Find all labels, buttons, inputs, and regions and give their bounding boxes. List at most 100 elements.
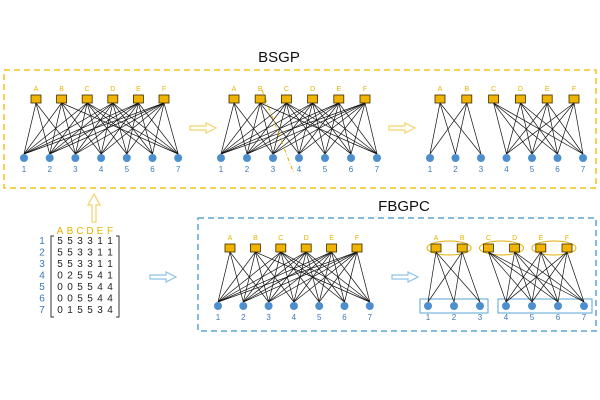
matrix-column-header: D bbox=[86, 226, 93, 237]
bottom-node-label: 1 bbox=[22, 165, 27, 174]
matrix-column-header: A bbox=[57, 226, 64, 237]
graph-edge bbox=[439, 102, 482, 155]
top-node bbox=[333, 94, 345, 104]
bottom-node bbox=[502, 154, 511, 162]
matrix-cell: 5 bbox=[57, 248, 63, 259]
top-node bbox=[488, 94, 500, 104]
matrix-cell: 1 bbox=[107, 248, 113, 259]
top-node-label: C bbox=[284, 86, 289, 93]
matrix-cell: 1 bbox=[97, 259, 103, 270]
bottom-node-label: 2 bbox=[453, 165, 458, 174]
top-node-label: B bbox=[253, 235, 258, 242]
bottom-node bbox=[450, 302, 458, 310]
matrix-cell: 5 bbox=[77, 282, 83, 293]
graph-edge bbox=[461, 251, 481, 303]
graph-edge bbox=[427, 251, 437, 303]
graph-edge bbox=[531, 102, 575, 155]
matrix-cell: 5 bbox=[57, 259, 63, 270]
bottom-node bbox=[289, 302, 298, 310]
graph-edge bbox=[220, 102, 261, 155]
matrix-cell: 3 bbox=[77, 236, 83, 247]
flow-arrow bbox=[388, 122, 417, 134]
graph-edge bbox=[493, 102, 584, 155]
top-node bbox=[107, 94, 119, 104]
fbgpc-title: FBGPC bbox=[378, 198, 430, 215]
graph-edge bbox=[520, 102, 533, 155]
top-node bbox=[158, 94, 170, 104]
top-node-label: F bbox=[572, 86, 576, 93]
flow-arrow-up bbox=[86, 192, 102, 223]
matrix-cell: 5 bbox=[87, 294, 93, 305]
top-node-label: E bbox=[329, 235, 334, 242]
bottom-node bbox=[451, 154, 460, 162]
flow-arrow bbox=[149, 271, 178, 283]
top-node-label: A bbox=[228, 235, 233, 242]
top-node-label: F bbox=[363, 86, 367, 93]
bottom-node-label: 6 bbox=[349, 165, 354, 174]
top-node bbox=[561, 243, 573, 253]
top-node-label: B bbox=[59, 86, 64, 93]
top-node-label: E bbox=[538, 235, 543, 242]
matrix-column-header: F bbox=[107, 226, 113, 237]
graph-edge bbox=[243, 251, 358, 303]
graph-edge bbox=[220, 102, 339, 155]
bottom-node bbox=[477, 154, 485, 162]
bottom-node bbox=[528, 154, 536, 162]
graph-edge bbox=[557, 102, 575, 155]
matrix-cell: 5 bbox=[77, 305, 83, 316]
bsgp-frame bbox=[3, 69, 597, 189]
bottom-node bbox=[553, 154, 562, 162]
matrix-cell: 3 bbox=[87, 236, 93, 247]
bottom-node-label: 4 bbox=[504, 313, 509, 322]
top-node-label: D bbox=[518, 86, 523, 93]
matrix-cell: 4 bbox=[97, 271, 103, 282]
graph-edge bbox=[100, 102, 165, 155]
graph-edge bbox=[220, 102, 313, 155]
bottom-node bbox=[20, 154, 28, 162]
bottom-node bbox=[243, 154, 251, 162]
top-node-label: C bbox=[85, 86, 90, 93]
graph-edge bbox=[566, 251, 585, 303]
graph-edge bbox=[217, 251, 231, 303]
top-node bbox=[456, 243, 468, 253]
bottom-node bbox=[340, 302, 349, 310]
bottom-node bbox=[122, 154, 131, 162]
graph-edge bbox=[531, 251, 568, 303]
graph-edge bbox=[217, 251, 307, 303]
top-node bbox=[509, 243, 521, 253]
graph-edge bbox=[531, 102, 548, 155]
bottom-node bbox=[580, 302, 588, 310]
bottom-node-label: 6 bbox=[555, 165, 560, 174]
bottom-cocluster-box bbox=[419, 298, 489, 314]
bottom-node bbox=[269, 154, 277, 162]
graph-edge bbox=[427, 251, 463, 303]
matrix-row-header: 4 bbox=[39, 271, 45, 282]
matrix-cell: 5 bbox=[77, 271, 83, 282]
bottom-node-label: 3 bbox=[479, 165, 484, 174]
bottom-node-label: 6 bbox=[150, 165, 155, 174]
bottom-node bbox=[295, 154, 303, 162]
graph-edge bbox=[220, 102, 287, 155]
matrix-cell: 4 bbox=[97, 294, 103, 305]
bottom-node-label: 3 bbox=[271, 165, 276, 174]
bottom-node-label: 3 bbox=[73, 165, 78, 174]
bottom-node bbox=[373, 154, 381, 162]
bottom-cocluster-box bbox=[497, 298, 593, 314]
bottom-node bbox=[347, 154, 355, 162]
graph-edge bbox=[364, 102, 378, 155]
top-node-label: D bbox=[512, 235, 517, 242]
bottom-node bbox=[174, 154, 183, 162]
graph-edge bbox=[23, 102, 139, 155]
top-node bbox=[81, 94, 93, 104]
bottom-node-label: 3 bbox=[478, 313, 483, 322]
top-cocluster-ellipse bbox=[478, 240, 525, 256]
bottom-node bbox=[502, 302, 510, 310]
top-node bbox=[568, 94, 580, 104]
graph-edge bbox=[573, 102, 584, 155]
top-node bbox=[535, 243, 547, 253]
top-node bbox=[275, 243, 287, 253]
